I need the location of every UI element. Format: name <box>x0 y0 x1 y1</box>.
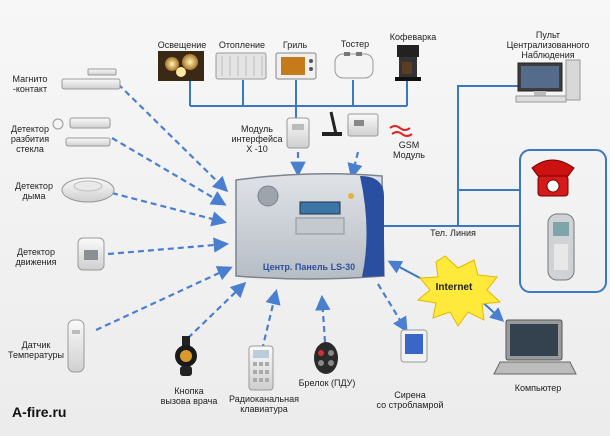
x10-module-icon <box>286 117 310 149</box>
arrow-remote <box>315 294 331 343</box>
label-heating: Отопление <box>218 40 266 50</box>
site-brand: A-fire.ru <box>12 404 67 420</box>
label-computer: Компьютер <box>514 383 562 393</box>
monitoring-station-icon <box>515 59 581 103</box>
temperature-sensor-icon <box>67 319 85 373</box>
label-motion: Детектор движения <box>15 247 57 267</box>
arrow-magnet <box>117 83 229 193</box>
gsm-signal-icon-2 <box>391 131 413 137</box>
landline-phone-icon <box>531 159 575 197</box>
gsm-module-icon <box>347 113 379 137</box>
radio-keypad-icon <box>248 345 274 391</box>
label-internet: Internet <box>435 282 473 293</box>
arrow-motion <box>107 237 230 256</box>
heating-icon <box>215 52 267 80</box>
gsm-signal-icon <box>389 125 411 131</box>
siren-icon <box>400 329 428 363</box>
magnet-contact-icon <box>61 68 121 90</box>
label-lighting: Освещение <box>157 40 207 50</box>
arrow-siren <box>377 283 408 333</box>
arrow-keypad <box>260 289 281 351</box>
label-magnet: Магнито -контакт <box>12 74 48 94</box>
antenna-icon <box>322 111 342 136</box>
label-gsm: GSM Модуль <box>393 140 425 160</box>
laptop-icon <box>493 319 577 375</box>
mobile-phone-icon <box>547 213 575 281</box>
central-panel-icon <box>235 173 385 280</box>
label-phone-line: Тел. Линия <box>430 228 476 238</box>
coffee-icon <box>395 45 421 81</box>
label-glass: Детектор разбития стекла <box>10 124 50 154</box>
toaster-icon <box>334 52 374 79</box>
wiring <box>189 80 520 227</box>
grill-icon <box>275 52 317 80</box>
wireless-links <box>95 83 408 351</box>
label-panel: Центр. Панель LS-30 <box>262 262 356 272</box>
smoke-detector-icon <box>61 177 115 203</box>
arrow-smoke <box>111 191 227 227</box>
remote-fob-icon <box>314 342 338 374</box>
arrow-gsm <box>347 151 363 179</box>
label-monitoring: Пульт Централизованного Наблюдения <box>506 30 590 60</box>
doctor-call-button-icon <box>175 336 197 376</box>
internet-burst <box>416 255 502 327</box>
glass-break-detector-icon <box>52 117 111 147</box>
label-siren: Сирена со стробламрой <box>376 390 444 410</box>
motion-detector-icon <box>77 237 105 271</box>
label-coffee: Кофеварка <box>389 32 437 42</box>
arrow-glass <box>111 137 227 206</box>
phone-line <box>384 85 520 227</box>
label-temp: Датчик Температуры <box>8 340 64 360</box>
lighting-icon <box>158 51 204 81</box>
label-toaster: Тостер <box>340 39 370 49</box>
label-keypad: Радиоканальная клавиатура <box>229 394 299 414</box>
label-grill: Гриль <box>282 40 308 50</box>
internet-to-panel <box>387 260 421 279</box>
label-remote: Брелок (ПДУ) <box>298 378 356 388</box>
phone-frame <box>519 149 607 293</box>
arrow-doctor <box>187 281 247 339</box>
arrow-temp <box>95 266 233 331</box>
label-smoke: Детектор дыма <box>15 181 53 201</box>
label-x10: Модуль интерфейса X -10 <box>231 124 283 154</box>
label-doctor: Кнопка вызова врача <box>160 386 218 406</box>
